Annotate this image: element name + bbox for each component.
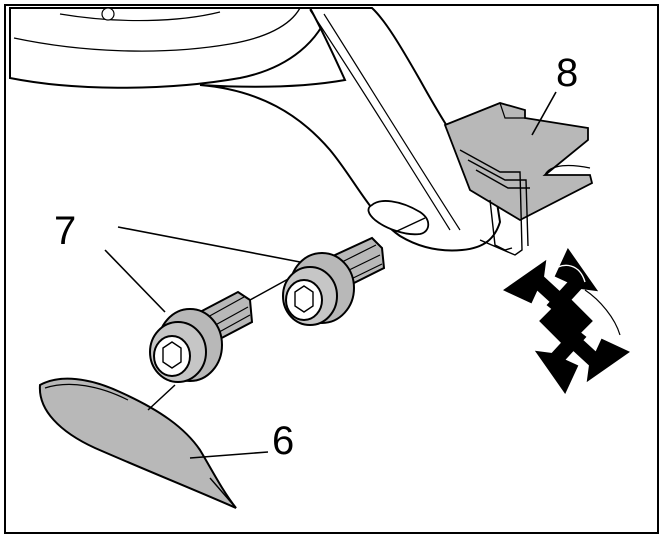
part-7-screw-left	[149, 290, 254, 383]
leader-lines	[104, 91, 557, 459]
part-8-plate	[443, 102, 594, 256]
callout-part-8: 8	[556, 51, 578, 95]
part-6-blade	[38, 377, 237, 509]
part-7-screw-right	[282, 236, 386, 326]
callout-part-6: 6	[272, 419, 294, 463]
do-not-icon	[503, 248, 630, 394]
housing-body	[9, 7, 332, 89]
callout-part-7: 7	[54, 209, 76, 253]
